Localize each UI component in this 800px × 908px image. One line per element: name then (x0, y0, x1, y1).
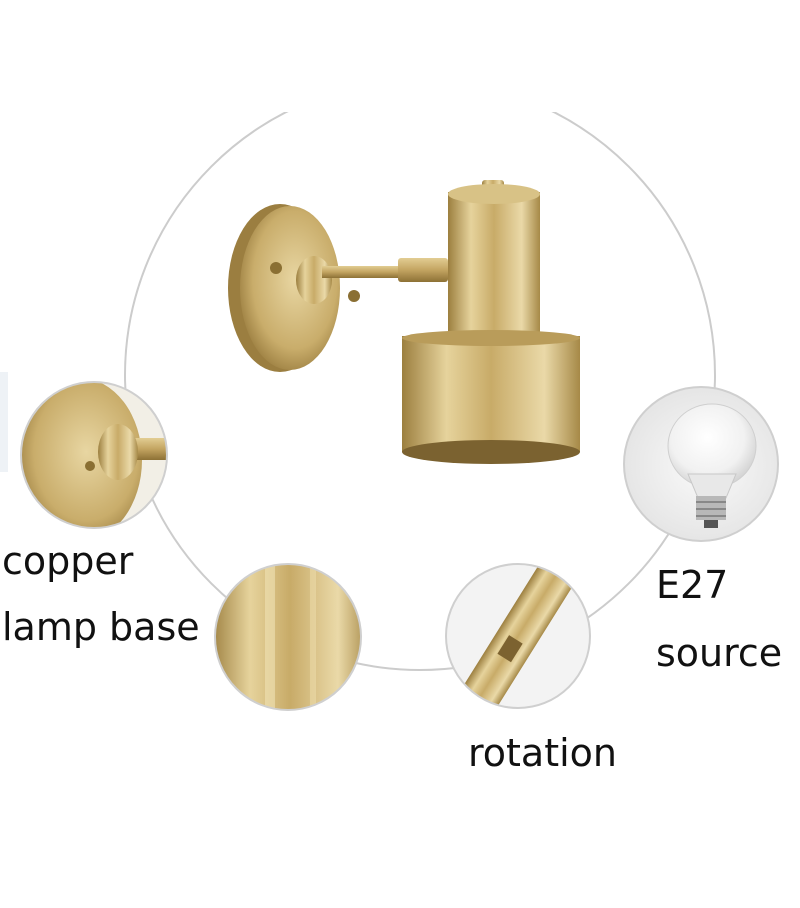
lamp-shade-opening (402, 440, 580, 464)
detail-rotation-photo (446, 564, 590, 708)
lamp-shade-top (402, 330, 580, 346)
detail-base-photo (21, 382, 167, 528)
wall-lamp-image (228, 180, 580, 464)
swivel-joint (296, 256, 332, 304)
arm (322, 266, 404, 278)
lamp-neck-top (448, 184, 540, 204)
detail-texture-photo (215, 564, 361, 710)
lamp-shade (402, 336, 580, 452)
ring-top-mask (150, 60, 650, 112)
detail-bulb-photo (624, 387, 778, 541)
left-edge-strip (0, 372, 8, 472)
label-copper: copper (2, 539, 134, 583)
label-rotation: rotation (468, 731, 618, 775)
screw (270, 262, 282, 274)
label-e27: E27 (656, 563, 729, 607)
label-source: source (656, 631, 783, 675)
detail-rotation-ring (445, 563, 591, 709)
detail-bulb-ring (623, 386, 779, 542)
detail-base-ring (20, 381, 168, 529)
detail-texture-ring (214, 563, 362, 711)
wall-plate (240, 206, 340, 370)
label-lamp-base: lamp base (2, 605, 200, 649)
arm-connector (398, 258, 448, 282)
lamp-neck (448, 192, 540, 342)
screw (348, 290, 360, 302)
